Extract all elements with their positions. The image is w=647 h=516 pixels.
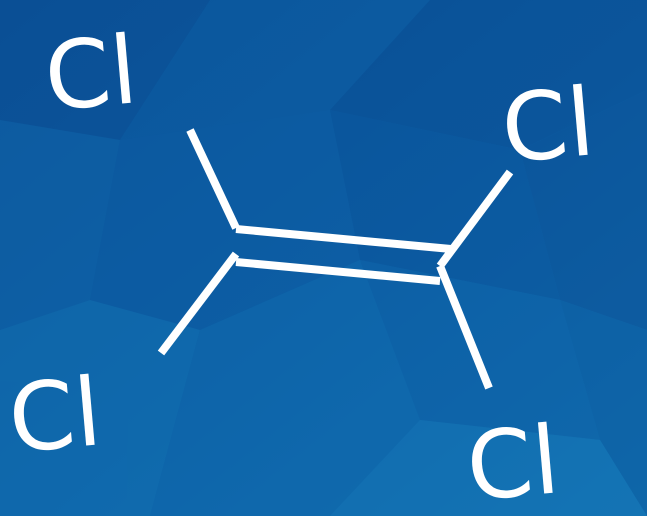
bond-c2-cl-bottom-right [436, 264, 493, 390]
atom-cl-bottom-right: Cl [463, 406, 564, 516]
bond-c1-cl-top-left [186, 128, 240, 230]
bonds [157, 128, 514, 390]
bond-c1-c2-lower [235, 258, 441, 285]
bond-c1-cl-bottom-left [157, 251, 240, 356]
atom-cl-top-left: Cl [41, 16, 142, 133]
atom-labels: Cl Cl Cl Cl [5, 16, 599, 516]
atom-cl-bottom-left: Cl [5, 358, 106, 475]
bond-c1-c2-upper [235, 225, 452, 253]
bond-c2-cl-top-right [436, 169, 514, 269]
atom-cl-top-right: Cl [498, 68, 599, 185]
